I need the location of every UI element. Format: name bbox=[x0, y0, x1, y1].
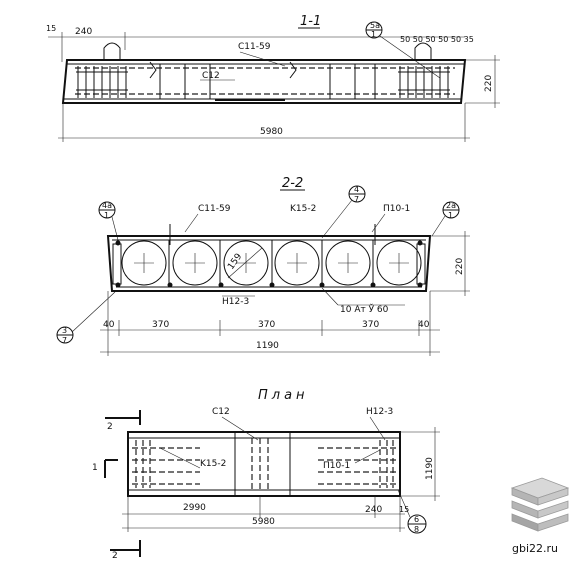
dim-span-1: 370 bbox=[152, 320, 169, 330]
plan-label-n12-3: Н12-3 bbox=[366, 407, 393, 417]
label-rebar: 10 Ат Ў 60 bbox=[340, 303, 389, 315]
dim-span-3: 370 bbox=[362, 320, 379, 330]
svg-text:7: 7 bbox=[62, 336, 67, 345]
plan-cage-right bbox=[318, 440, 396, 488]
slab-outline-1-1 bbox=[61, 59, 467, 104]
watermark-logo bbox=[510, 477, 570, 532]
plan-title: План bbox=[258, 388, 309, 403]
plan-view: План 2 2 1 bbox=[92, 388, 440, 561]
plan-label-c12: C12 bbox=[212, 407, 230, 417]
svg-text:4a: 4a bbox=[102, 201, 112, 210]
section-1-1: 1-1 15 240 50 50 50 50 50 35 5a 1 bbox=[46, 14, 500, 142]
callout-4-7: 4 7 bbox=[321, 185, 366, 239]
callout-3-7: 3 7 bbox=[56, 291, 116, 345]
section-mark-2-top: 2 bbox=[107, 422, 113, 432]
svg-text:2a: 2a bbox=[446, 201, 456, 210]
callout-5a-bottom: 1 bbox=[371, 30, 376, 39]
section-2-2-title: 2-2 bbox=[282, 176, 303, 191]
cross-section-outline bbox=[106, 235, 432, 292]
end-cage-left bbox=[76, 66, 128, 98]
length-1-1: 5980 bbox=[260, 127, 283, 137]
hole-diameter: 159 bbox=[226, 252, 244, 272]
svg-text:4: 4 bbox=[354, 185, 359, 194]
plan-dim-end: 240 bbox=[365, 505, 382, 515]
end-cage-right bbox=[398, 66, 450, 98]
hollow-cores bbox=[121, 240, 422, 286]
plan-label-p10-1: П10-1 bbox=[323, 461, 350, 471]
plan-length: 5980 bbox=[252, 517, 275, 527]
cut-mark-1: 1 bbox=[92, 463, 98, 473]
label-c11-59-1: C11-59 bbox=[238, 42, 271, 52]
svg-text:3: 3 bbox=[62, 326, 67, 335]
label-c12-1: C12 bbox=[202, 71, 220, 81]
watermark-text: gbi22.ru bbox=[512, 542, 558, 555]
plan-outline bbox=[127, 431, 401, 497]
svg-text:6: 6 bbox=[414, 515, 419, 524]
height-2-2: 220 bbox=[455, 258, 465, 275]
lifting-loop-left bbox=[103, 42, 121, 60]
height-1-1: 220 bbox=[484, 75, 494, 92]
svg-text:7: 7 bbox=[354, 195, 359, 204]
callout-6-8: 6 8 bbox=[397, 489, 427, 534]
dims-right: 50 50 50 50 50 35 bbox=[400, 35, 474, 44]
callout-5a-top: 5a bbox=[370, 21, 380, 30]
section-2-2: 2-2 4a 1 2a 1 4 7 3 7 bbox=[56, 176, 470, 356]
section-mark-2-bottom: 2 bbox=[112, 551, 118, 561]
plan-dim-half: 2990 bbox=[183, 503, 206, 513]
label-k15-2: K15-2 bbox=[290, 204, 316, 214]
plan-label-k15-2: K15-2 bbox=[200, 459, 226, 469]
plan-width: 1190 bbox=[425, 457, 435, 480]
width-2-2: 1190 bbox=[256, 341, 279, 351]
dim-left: 240 bbox=[75, 27, 92, 37]
dim-edge-right: 40 bbox=[418, 320, 430, 330]
plan-dim-small: 15 bbox=[399, 505, 409, 514]
svg-text:1: 1 bbox=[448, 211, 453, 220]
label-p10-1: П10-1 bbox=[383, 204, 410, 214]
dim-left-small: 15 bbox=[46, 24, 56, 33]
callout-2a: 2a 1 bbox=[431, 201, 460, 237]
dim-edge-left: 40 bbox=[103, 320, 115, 330]
section-1-1-title: 1-1 bbox=[300, 14, 321, 29]
label-c11-59-2: C11-59 bbox=[198, 204, 231, 214]
label-n12-3: Н12-3 bbox=[222, 297, 249, 307]
plan-cage-left bbox=[132, 440, 200, 488]
dim-span-2: 370 bbox=[258, 320, 275, 330]
lifting-loop-right bbox=[414, 42, 432, 60]
svg-text:1: 1 bbox=[104, 211, 109, 220]
svg-text:8: 8 bbox=[414, 525, 419, 534]
callout-4a: 4a 1 bbox=[98, 201, 119, 241]
